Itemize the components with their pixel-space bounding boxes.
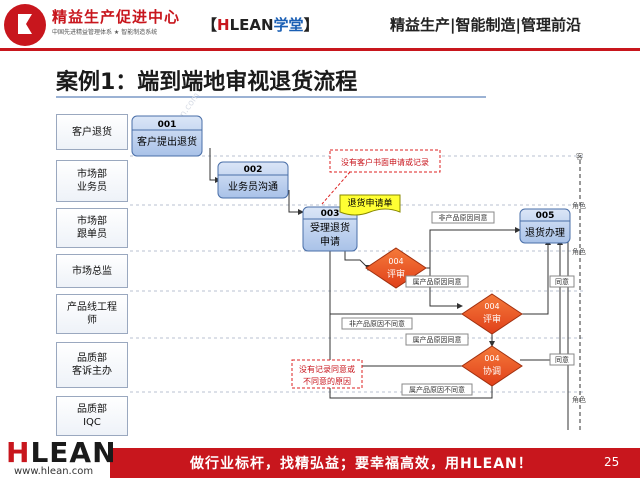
process-box-001-text: 客户提出退货: [137, 135, 197, 148]
edge-label-4: 角色: [572, 395, 586, 404]
decision-review-2-text: 评审: [483, 313, 501, 325]
header-slogan: 精益生产|智能制造|管理前沿: [390, 16, 581, 34]
process-box-003-line1: 受理退货: [310, 221, 350, 234]
annotation-no-reason-record: 没有记录同意或 不同意的原因: [291, 359, 363, 389]
flow-label-7: 同意: [555, 355, 569, 364]
process-box-002: 002 业务员沟通: [217, 161, 289, 199]
edge-label-2: 角色: [572, 201, 586, 210]
annotation-no-reason-line2: 不同意的原因: [303, 376, 351, 386]
brand-bracket-right: 】: [303, 16, 319, 34]
flow-label-1: 非产品原因同意: [439, 213, 488, 222]
lane-label-customer: 客户退货: [56, 114, 128, 150]
decision-coordinate-id: 004: [484, 354, 499, 363]
process-box-005: 005 退货办理: [519, 208, 571, 244]
annotation-no-written-request-text: 没有客户书面申请或记录: [341, 157, 429, 167]
company-tagline: 中国先进精益管理体系 ★ 智能制造系统: [52, 29, 158, 36]
annotation-no-reason-line1: 没有记录同意或: [299, 364, 355, 374]
flow-label-5: 属产品原因不同意: [409, 385, 465, 394]
lane-label-order-follower: 市场部 跟单员: [56, 208, 128, 248]
process-box-003: 003 受理退货 申请: [302, 206, 358, 252]
lane-label-quality-complaint: 品质部 客诉主办: [56, 342, 128, 388]
lane-label-sales: 市场部 业务员: [56, 160, 128, 202]
process-box-002-id: 002: [244, 165, 263, 175]
logo-arrow-icon: [18, 14, 32, 34]
flow-label-4: 属产品原因同意: [413, 335, 462, 344]
brand-h: H: [217, 16, 230, 34]
decision-review-1-id: 004: [388, 257, 403, 266]
flow-label-2: 属产品原因同意: [413, 277, 462, 286]
brand-lean: LEAN: [229, 16, 274, 34]
page-number: 25: [604, 455, 620, 469]
company-name: 精益生产促进中心: [52, 8, 181, 26]
edge-label-1: 客: [576, 152, 583, 161]
process-box-003-id: 003: [321, 209, 340, 219]
header-divider: [0, 48, 640, 51]
decision-review-2-id: 004: [484, 302, 499, 311]
decision-review-2: 004 评审: [461, 293, 523, 335]
footer-logo: HLEAN: [6, 436, 117, 469]
footer-url: www.hlean.com: [14, 466, 94, 477]
lane-label-product-engineer: 产品线工程 师: [56, 294, 128, 334]
brand-bracket-left: 【: [202, 16, 218, 34]
slide-title: 案例1：端到端地审视退货流程: [56, 70, 358, 95]
footer-logo-h: H: [6, 436, 31, 469]
footer-slogan: 做行业标杆，找精弘益；要幸福高效，用HLEAN！: [190, 456, 533, 472]
decision-coordinate: 004 协调: [461, 345, 523, 387]
decision-coordinate-text: 协调: [483, 365, 501, 377]
brand-xuetang: 学堂: [273, 16, 304, 34]
process-box-005-text: 退货办理: [525, 226, 565, 239]
flow-label-6: 同意: [555, 277, 569, 286]
lane-label-marketing-director: 市场总监: [56, 254, 128, 288]
process-box-005-id: 005: [536, 211, 555, 221]
edge-label-3: 角色: [572, 247, 586, 256]
process-box-003-line2: 申请: [320, 235, 340, 248]
document-return-form: 退货申请单: [339, 194, 401, 216]
lane-label-quality-iqc: 品质部 IQC: [56, 396, 128, 436]
footer-bar: [110, 448, 640, 478]
annotation-no-written-request: 没有客户书面申请或记录: [321, 149, 441, 205]
title-underline: [56, 96, 486, 98]
process-box-001-id: 001: [158, 120, 177, 130]
flow-label-3: 非产品原因不同意: [349, 319, 405, 328]
brand-title: 【HLEAN学堂】: [202, 14, 319, 35]
process-box-002-text: 业务员沟通: [228, 180, 278, 193]
document-return-form-text: 退货申请单: [347, 197, 392, 209]
footer-logo-lean: LEAN: [30, 436, 117, 469]
decision-review-1-text: 评审: [387, 268, 405, 280]
header: 精益生产促进中心 中国先进精益管理体系 ★ 智能制造系统 【HLEAN学堂】 精…: [0, 0, 640, 52]
process-box-001: 001 客户提出退货: [131, 115, 203, 157]
lane-separators: [130, 155, 585, 393]
